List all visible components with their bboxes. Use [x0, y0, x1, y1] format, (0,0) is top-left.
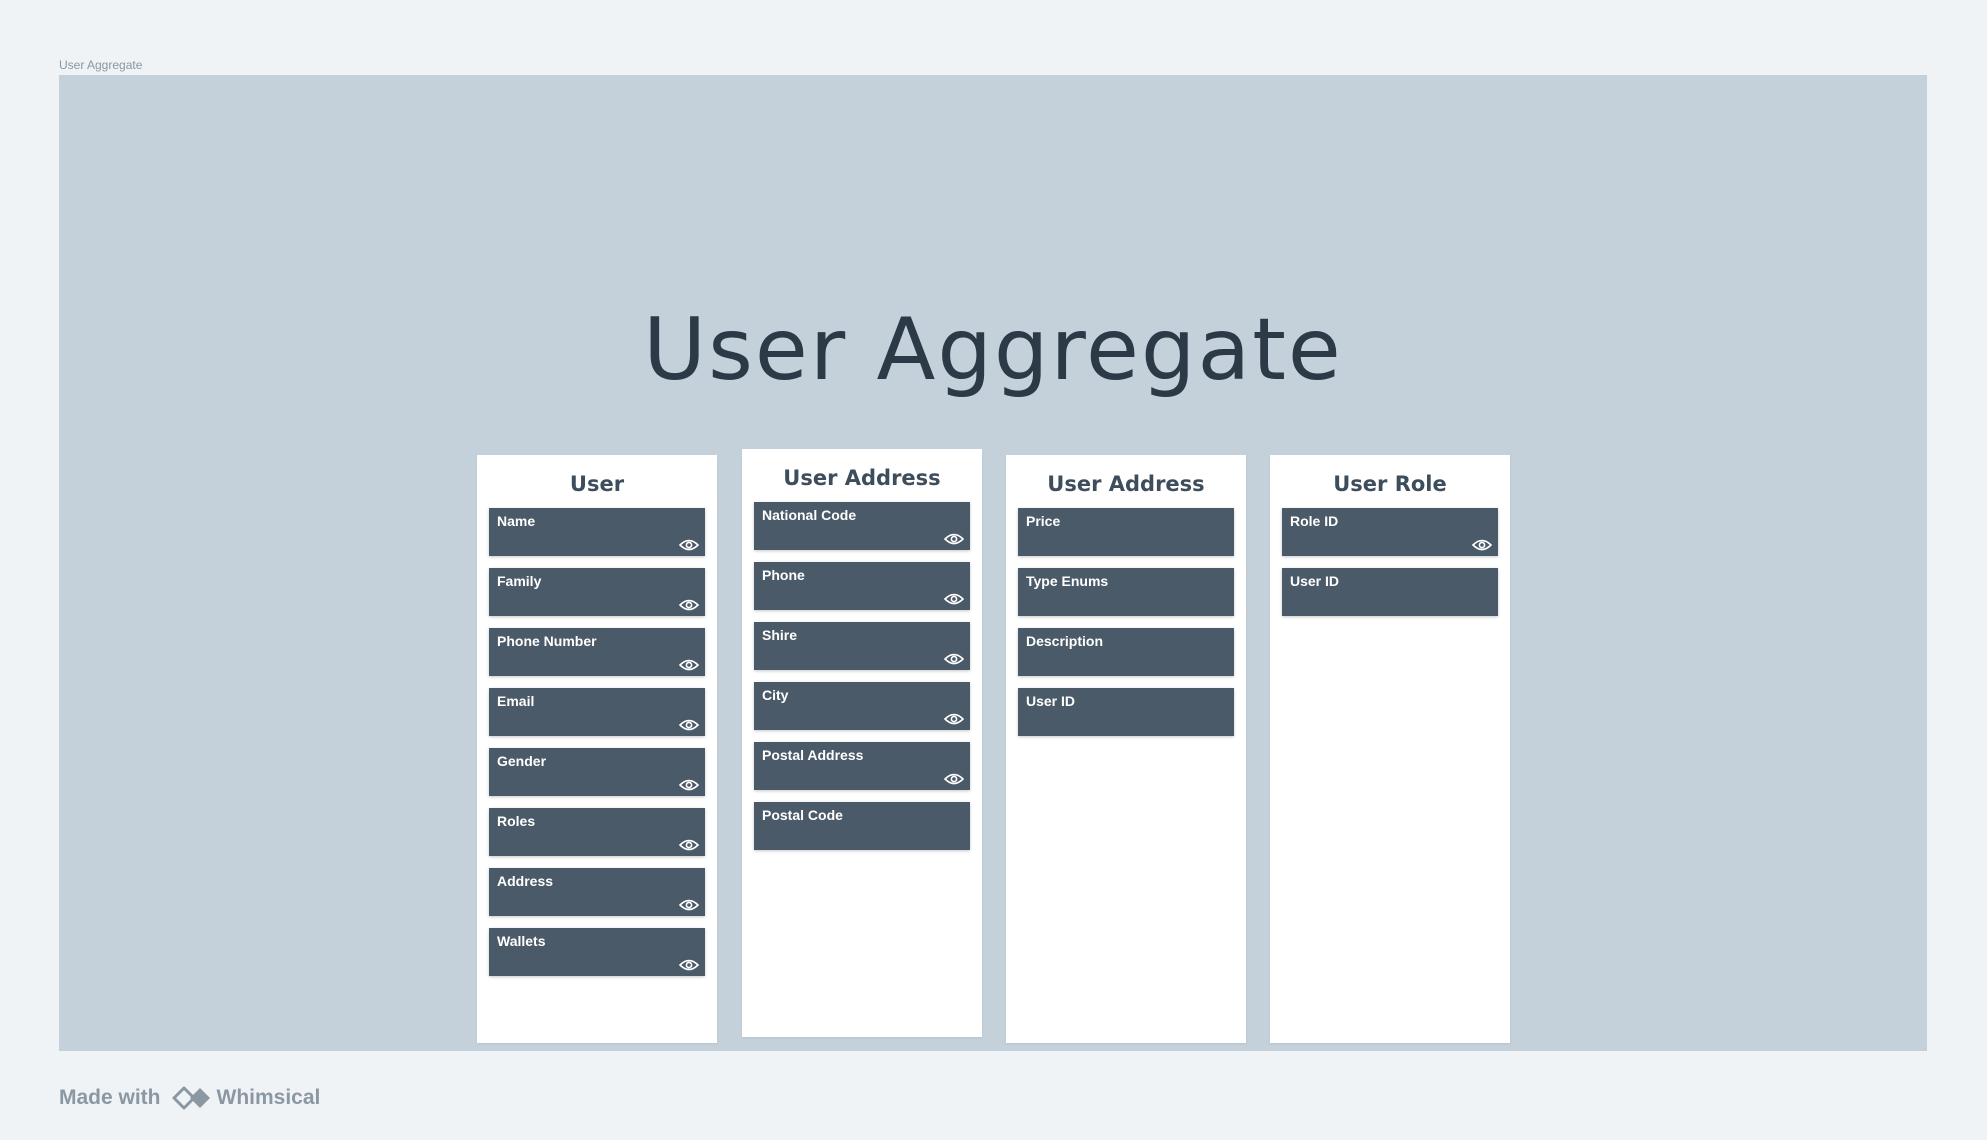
field-card[interactable]: Type Enums — [1018, 568, 1234, 616]
field-card[interactable]: Postal Code — [754, 802, 970, 850]
field-label: Description — [1026, 633, 1104, 649]
field-card[interactable]: Name — [489, 508, 705, 556]
field-card[interactable]: Phone — [754, 562, 970, 610]
field-card[interactable]: Roles — [489, 808, 705, 856]
field-label: Phone Number — [497, 633, 597, 649]
column-title: User Address — [783, 466, 941, 490]
column-title: User Address — [1047, 472, 1205, 496]
field-card[interactable]: Phone Number — [489, 628, 705, 676]
eye-icon[interactable] — [944, 532, 964, 546]
field-card[interactable]: Gender — [489, 748, 705, 796]
field-card[interactable]: Wallets — [489, 928, 705, 976]
eye-icon[interactable] — [944, 652, 964, 666]
eye-icon[interactable] — [944, 772, 964, 786]
field-card[interactable]: Price — [1018, 508, 1234, 556]
field-label: City — [762, 687, 789, 703]
eye-icon[interactable] — [679, 898, 699, 912]
eye-icon[interactable] — [679, 658, 699, 672]
eye-icon[interactable] — [679, 538, 699, 552]
brand-name: Whimsical — [216, 1086, 321, 1109]
field-label: Role ID — [1290, 513, 1339, 529]
field-card[interactable]: Role ID — [1282, 508, 1498, 556]
field-label: User ID — [1026, 693, 1076, 709]
field-label: Phone — [762, 567, 805, 583]
entity-column-user-role[interactable]: User Role Role ID User ID — [1270, 455, 1510, 1043]
field-card[interactable]: Family — [489, 568, 705, 616]
field-label: National Code — [762, 507, 857, 523]
eye-icon[interactable] — [944, 712, 964, 726]
field-label: Type Enums — [1026, 573, 1109, 589]
frame-label: User Aggregate — [59, 58, 143, 72]
diagram-title: User Aggregate — [643, 300, 1343, 400]
field-card[interactable]: Description — [1018, 628, 1234, 676]
column-title: User — [569, 472, 625, 496]
eye-icon[interactable] — [944, 592, 964, 606]
field-label: User ID — [1290, 573, 1340, 589]
eye-icon[interactable] — [679, 838, 699, 852]
field-card[interactable]: User ID — [1018, 688, 1234, 736]
field-card[interactable]: Email — [489, 688, 705, 736]
field-label: Shire — [762, 627, 798, 643]
field-card[interactable]: Shire — [754, 622, 970, 670]
field-card[interactable]: Postal Address — [754, 742, 970, 790]
eye-icon[interactable] — [679, 718, 699, 732]
field-card[interactable]: User ID — [1282, 568, 1498, 616]
column-title: User Role — [1333, 472, 1447, 496]
field-card[interactable]: National Code — [754, 502, 970, 550]
eye-icon[interactable] — [679, 598, 699, 612]
field-label: Email — [497, 693, 535, 709]
field-label: Family — [497, 573, 542, 589]
field-label: Postal Address — [762, 747, 864, 763]
eye-icon[interactable] — [679, 958, 699, 972]
made-with-badge[interactable]: Made with Whimsical — [59, 1082, 320, 1114]
field-label: Gender — [497, 753, 547, 769]
made-with-text: Made with — [59, 1086, 161, 1109]
field-label: Postal Code — [762, 807, 843, 823]
whimsical-logo-icon — [172, 1086, 210, 1110]
field-card[interactable]: City — [754, 682, 970, 730]
field-label: Wallets — [497, 933, 546, 949]
field-label: Address — [497, 873, 554, 889]
field-label: Name — [497, 513, 536, 529]
eye-icon[interactable] — [679, 778, 699, 792]
field-card[interactable]: Address — [489, 868, 705, 916]
field-label: Roles — [497, 813, 536, 829]
eye-icon[interactable] — [1472, 538, 1492, 552]
field-label: Price — [1026, 513, 1061, 529]
